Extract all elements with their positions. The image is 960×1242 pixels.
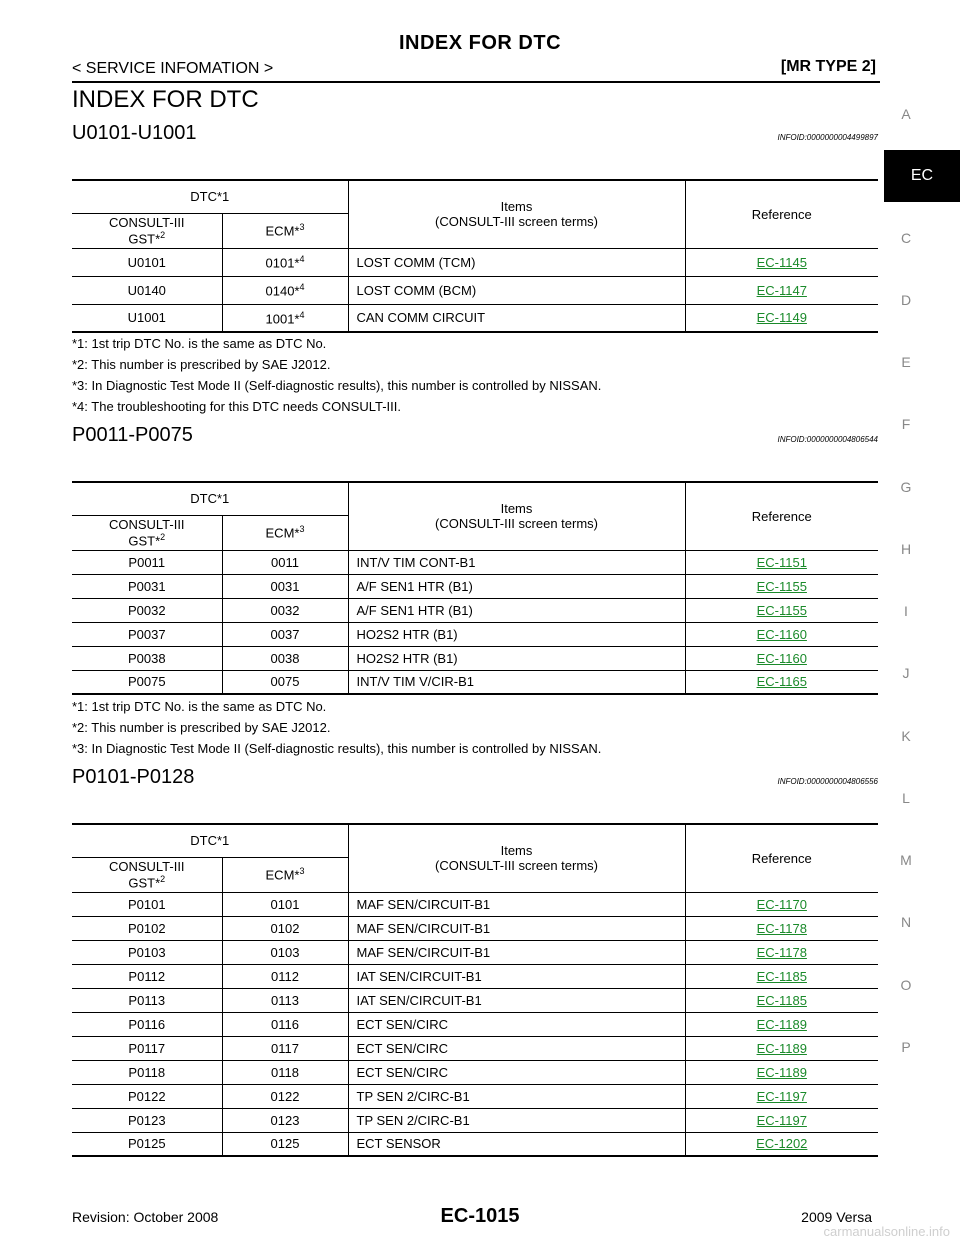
info-id: INFOID:0000000004806544 [777, 435, 878, 444]
section-label: < SERVICE INFOMATION > [72, 60, 274, 77]
side-tab-o[interactable]: O [900, 977, 912, 993]
reference-header: Reference [685, 179, 878, 249]
info-id: INFOID:0000000004499897 [777, 133, 878, 142]
side-tab-p[interactable]: P [901, 1039, 911, 1055]
table-row: U1001 1001*4 CAN COMM CIRCUIT EC-1149 [72, 304, 878, 333]
footnote: *4: The troubleshooting for this DTC nee… [72, 399, 401, 414]
side-tab-c[interactable]: C [900, 230, 912, 246]
section-title: P0011-P0075 [72, 424, 193, 446]
items-header: Items(CONSULT-III screen terms) [348, 823, 686, 893]
reference-link[interactable]: EC-1202 [756, 1136, 808, 1152]
dtc-header: DTC*1 [72, 179, 349, 214]
reference-link[interactable]: EC-1145 [756, 254, 807, 270]
reference-link[interactable]: EC-1155 [756, 602, 807, 618]
side-tab-i[interactable]: I [904, 603, 908, 619]
reference-header: Reference [685, 823, 878, 893]
reference-link[interactable]: EC-1149 [756, 310, 807, 326]
dtc-table-p01: DTC*1 Items(CONSULT-III screen terms) Re… [72, 823, 878, 1157]
table-row: U0140 0140*4 LOST COMM (BCM) EC-1147 [72, 276, 878, 305]
side-tab-g[interactable]: G [900, 479, 912, 495]
footnote: *2: This number is prescribed by SAE J20… [72, 720, 331, 735]
side-tab-k[interactable]: K [901, 728, 911, 744]
dtc-table-p00: DTC*1 Items(CONSULT-III screen terms) Re… [72, 481, 878, 695]
side-tab-j[interactable]: J [902, 665, 910, 681]
side-tab-a[interactable]: A [901, 106, 911, 122]
reference-link[interactable]: EC-1189 [756, 1016, 807, 1032]
reference-header: Reference [685, 481, 878, 551]
reference-link[interactable]: EC-1170 [756, 896, 807, 912]
reference-link[interactable]: EC-1155 [756, 578, 807, 594]
footnote: *3: In Diagnostic Test Mode II (Self-dia… [72, 378, 602, 393]
table-row: U0101 0101*4 LOST COMM (TCM) EC-1145 [72, 248, 878, 277]
side-tab-d[interactable]: D [900, 292, 912, 308]
main-title: INDEX FOR DTC [72, 86, 259, 113]
page-number: EC-1015 [440, 1205, 520, 1227]
revision-date: Revision: October 2008 [72, 1209, 219, 1225]
reference-link[interactable]: EC-1151 [756, 554, 807, 570]
footnote: *2: This number is prescribed by SAE J20… [72, 357, 331, 372]
reference-link[interactable]: EC-1185 [756, 968, 807, 984]
side-tab-l[interactable]: L [902, 790, 910, 806]
reference-link[interactable]: EC-1189 [756, 1064, 807, 1080]
reference-link[interactable]: EC-1165 [756, 674, 807, 690]
side-tab-f[interactable]: F [901, 416, 911, 432]
ecm-header: ECM*3 [222, 515, 349, 551]
reference-link[interactable]: EC-1160 [756, 650, 807, 666]
items-header: Items(CONSULT-III screen terms) [348, 179, 686, 249]
reference-link[interactable]: EC-1189 [756, 1040, 807, 1056]
section-title: U0101-U1001 [72, 122, 197, 144]
footnote: *1: 1st trip DTC No. is the same as DTC … [72, 699, 327, 714]
items-header: Items(CONSULT-III screen terms) [348, 481, 686, 551]
vehicle-model: 2009 Versa [801, 1209, 872, 1225]
side-tab-ec-active[interactable]: EC [884, 150, 960, 202]
header-rule [72, 81, 880, 83]
footnote: *3: In Diagnostic Test Mode II (Self-dia… [72, 741, 602, 756]
ecm-header: ECM*3 [222, 213, 349, 249]
reference-link[interactable]: EC-1160 [756, 626, 807, 642]
reference-link[interactable]: EC-1197 [756, 1112, 807, 1128]
dtc-header: DTC*1 [72, 823, 349, 858]
reference-link[interactable]: EC-1197 [756, 1088, 807, 1104]
watermark: carmanualsonline.info [823, 1224, 950, 1239]
dtc-table-u: DTC*1 Items(CONSULT-III screen terms) Re… [72, 179, 878, 333]
page-header-title: INDEX FOR DTC [398, 32, 562, 54]
reference-link[interactable]: EC-1185 [756, 992, 807, 1008]
side-tab-h[interactable]: H [900, 541, 912, 557]
model-label: [MR TYPE 2] [780, 58, 876, 75]
reference-link[interactable]: EC-1178 [756, 920, 807, 936]
side-tab-n[interactable]: N [900, 914, 912, 930]
side-tab-e[interactable]: E [901, 354, 911, 370]
reference-link[interactable]: EC-1178 [756, 944, 807, 960]
side-tab-m[interactable]: M [900, 852, 912, 868]
dtc-header: DTC*1 [72, 481, 349, 516]
section-title: P0101-P0128 [72, 766, 195, 788]
footnote: *1: 1st trip DTC No. is the same as DTC … [72, 336, 327, 351]
reference-link[interactable]: EC-1147 [756, 282, 807, 298]
info-id: INFOID:0000000004806556 [777, 777, 878, 786]
ecm-header: ECM*3 [222, 857, 349, 893]
